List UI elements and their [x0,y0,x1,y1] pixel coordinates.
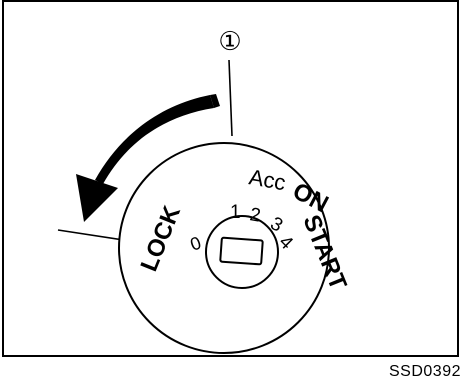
callout-leader-line [228,59,233,137]
figure-border [2,0,459,357]
left-leader-line [57,229,131,242]
key-slot [219,236,264,266]
ignition-switch-diagram: ① LOCK 0 Acc ON START 1 2 3 4 [57,27,352,354]
position-number-1: 1 [230,202,241,223]
rotate-arrow-icon [76,94,220,222]
position-number-2: 2 [248,204,262,227]
figure-code: SSD0392 [389,363,461,380]
callout-number: ① [218,27,241,57]
